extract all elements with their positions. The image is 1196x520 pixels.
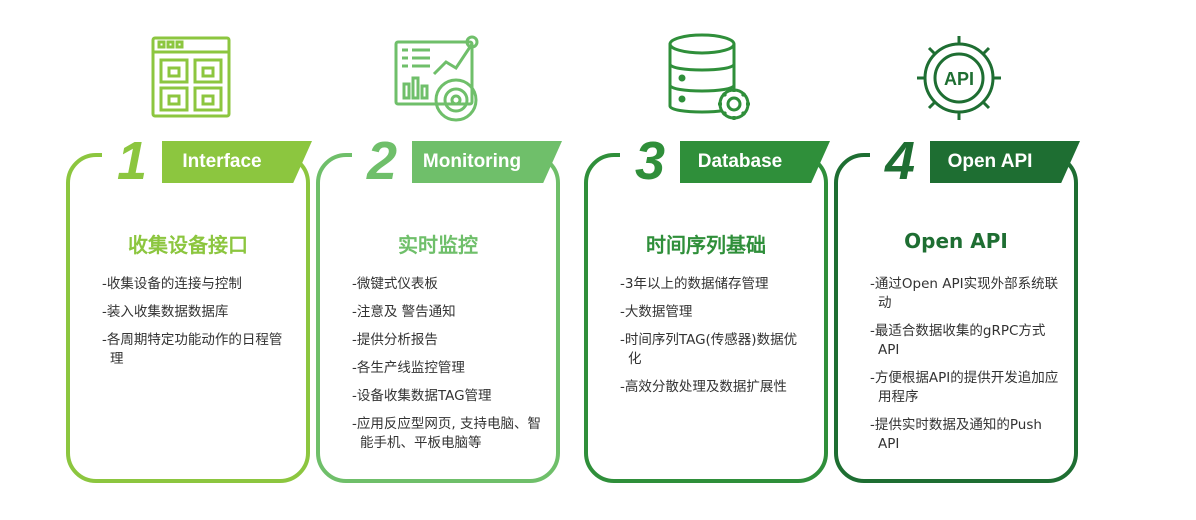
- list-item: 提供实时数据及通知的Push API: [870, 416, 1060, 454]
- card-database: 时间序列基础 3年以上的数据储存管理 大数据管理 时间序列TAG(传感器)数据优…: [584, 153, 828, 483]
- feature-list: 微键式仪表板 注意及 警告通知 提供分析报告 各生产线监控管理 设备收集数据TA…: [352, 275, 542, 462]
- interface-grid-icon: [66, 30, 316, 130]
- card-title: 收集设备接口: [128, 233, 248, 257]
- list-item: 收集设备的连接与控制: [102, 275, 292, 294]
- card-title: 时间序列基础: [646, 233, 766, 257]
- api-gear-icon: API: [834, 30, 1084, 130]
- list-item: 通过Open API实现外部系统联动: [870, 275, 1060, 313]
- card-title: Open API: [904, 229, 1008, 253]
- feature-list: 通过Open API实现外部系统联动 最适合数据收集的gRPC方式API 方便根…: [870, 275, 1060, 463]
- column-interface: 收集设备接口 收集设备的连接与控制 装入收集数据数据库 各周期特定功能动作的日程…: [66, 0, 316, 520]
- card-open-api: Open API 通过Open API实现外部系统联动 最适合数据收集的gRPC…: [834, 153, 1078, 483]
- database-icon: [584, 30, 834, 130]
- list-item: 微键式仪表板: [352, 275, 542, 294]
- list-item: 注意及 警告通知: [352, 303, 542, 322]
- list-item: 最适合数据收集的gRPC方式API: [870, 322, 1060, 360]
- list-item: 时间序列TAG(传感器)数据优化: [620, 331, 810, 369]
- list-item: 各生产线监控管理: [352, 359, 542, 378]
- card-monitoring: 实时监控 微键式仪表板 注意及 警告通知 提供分析报告 各生产线监控管理 设备收…: [316, 153, 560, 483]
- list-item: 各周期特定功能动作的日程管理: [102, 331, 292, 369]
- list-item: 3年以上的数据储存管理: [620, 275, 810, 294]
- column-database: 时间序列基础 3年以上的数据储存管理 大数据管理 时间序列TAG(传感器)数据优…: [584, 0, 834, 520]
- card-interface: 收集设备接口 收集设备的连接与控制 装入收集数据数据库 各周期特定功能动作的日程…: [66, 153, 310, 483]
- step-number: 1: [102, 133, 162, 189]
- list-item: 大数据管理: [620, 303, 810, 322]
- list-item: 装入收集数据数据库: [102, 303, 292, 322]
- feature-list: 3年以上的数据储存管理 大数据管理 时间序列TAG(传感器)数据优化 高效分散处…: [620, 275, 810, 406]
- svg-text:API: API: [944, 69, 974, 89]
- step-number: 3: [620, 133, 680, 189]
- list-item: 设备收集数据TAG管理: [352, 387, 542, 406]
- column-monitoring: 实时监控 微键式仪表板 注意及 警告通知 提供分析报告 各生产线监控管理 设备收…: [316, 0, 566, 520]
- column-open-api: API Open API 通过Open API实现外部系统联动 最适合数据收集的…: [834, 0, 1084, 520]
- step-number: 2: [352, 133, 412, 189]
- card-title: 实时监控: [398, 233, 478, 257]
- list-item: 方便根据API的提供开发追加应用程序: [870, 369, 1060, 407]
- monitoring-dashboard-icon: [316, 30, 566, 130]
- list-item: 提供分析报告: [352, 331, 542, 350]
- list-item: 应用反应型网页, 支持电脑、智能手机、平板电脑等: [352, 415, 542, 453]
- list-item: 高效分散处理及数据扩展性: [620, 378, 810, 397]
- feature-list: 收集设备的连接与控制 装入收集数据数据库 各周期特定功能动作的日程管理: [102, 275, 292, 378]
- step-number: 4: [870, 133, 930, 189]
